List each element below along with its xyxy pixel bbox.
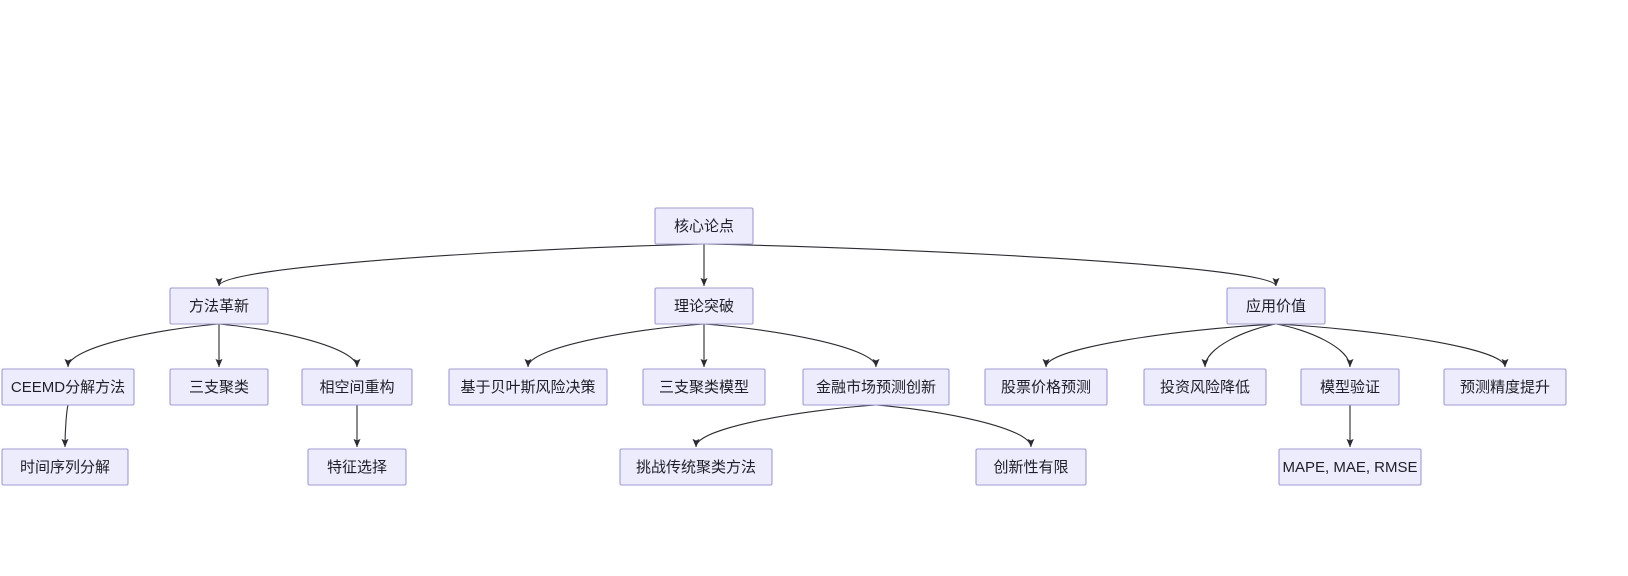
edges-layer <box>61 243 1509 448</box>
node-box-l2b[interactable] <box>654 287 754 325</box>
node-box-l4c[interactable] <box>619 448 773 486</box>
node-box-root[interactable] <box>654 207 754 245</box>
node-box-l4d[interactable] <box>975 448 1087 486</box>
node-l4a[interactable]: 时间序列分解 <box>1 448 129 486</box>
node-l4c[interactable]: 挑战传统聚类方法 <box>619 448 773 486</box>
node-l2a[interactable]: 方法革新 <box>169 287 269 325</box>
node-box-l2c[interactable] <box>1226 287 1326 325</box>
node-l3g[interactable]: 股票价格预测 <box>984 368 1108 406</box>
node-root[interactable]: 核心论点 <box>654 207 754 245</box>
edge-l2c-to-l3h <box>1201 323 1277 368</box>
edge-l3f-to-l4d <box>875 404 1035 448</box>
node-l3f[interactable]: 金融市场预测创新 <box>802 368 950 406</box>
edge-root-to-l2a <box>215 243 705 287</box>
node-l3d[interactable]: 基于贝叶斯风险决策 <box>448 368 608 406</box>
node-l4e[interactable]: MAPE, MAE, RMSE <box>1278 448 1422 486</box>
edge-l2b-to-l3d <box>524 323 705 368</box>
node-box-l3e[interactable] <box>642 368 766 406</box>
node-box-l3b[interactable] <box>169 368 269 406</box>
edge-l2c-to-l3g <box>1042 323 1277 368</box>
node-box-l3a[interactable] <box>1 368 135 406</box>
edge-root-to-l2c <box>703 243 1280 287</box>
node-l3a[interactable]: CEEMD分解方法 <box>1 368 135 406</box>
edge-l2a-to-l3c <box>218 323 361 368</box>
node-box-l3j[interactable] <box>1443 368 1567 406</box>
node-l3c[interactable]: 相空间重构 <box>301 368 413 406</box>
node-l4b[interactable]: 特征选择 <box>307 448 407 486</box>
node-l4d[interactable]: 创新性有限 <box>975 448 1087 486</box>
edge-l2a-to-l3a <box>64 323 220 368</box>
node-box-l4e[interactable] <box>1278 448 1422 486</box>
node-box-l3d[interactable] <box>448 368 608 406</box>
edge-l3f-to-l4c <box>692 404 877 448</box>
node-box-l4a[interactable] <box>1 448 129 486</box>
node-box-l2a[interactable] <box>169 287 269 325</box>
node-l2c[interactable]: 应用价值 <box>1226 287 1326 325</box>
node-l3h[interactable]: 投资风险降低 <box>1143 368 1267 406</box>
node-box-l3g[interactable] <box>984 368 1108 406</box>
node-l3b[interactable]: 三支聚类 <box>169 368 269 406</box>
node-box-l3i[interactable] <box>1300 368 1400 406</box>
edge-l2c-to-l3j <box>1275 323 1509 368</box>
edge-l2c-to-l3i <box>1275 323 1354 368</box>
node-box-l4b[interactable] <box>307 448 407 486</box>
node-l3i[interactable]: 模型验证 <box>1300 368 1400 406</box>
edge-l2b-to-l3f <box>703 323 880 368</box>
node-box-l3c[interactable] <box>301 368 413 406</box>
nodes-layer: 核心论点方法革新 理论突破 应用价值 CEEMD分解方法三支聚类相空间重构基于贝叶斯风… <box>1 207 1567 486</box>
node-l3j[interactable]: 预测精度提升 <box>1443 368 1567 406</box>
node-box-l3f[interactable] <box>802 368 950 406</box>
node-box-l3h[interactable] <box>1143 368 1267 406</box>
node-l2b[interactable]: 理论突破 <box>654 287 754 325</box>
edge-l3a-to-l4a <box>61 404 69 448</box>
node-l3e[interactable]: 三支聚类模型 <box>642 368 766 406</box>
